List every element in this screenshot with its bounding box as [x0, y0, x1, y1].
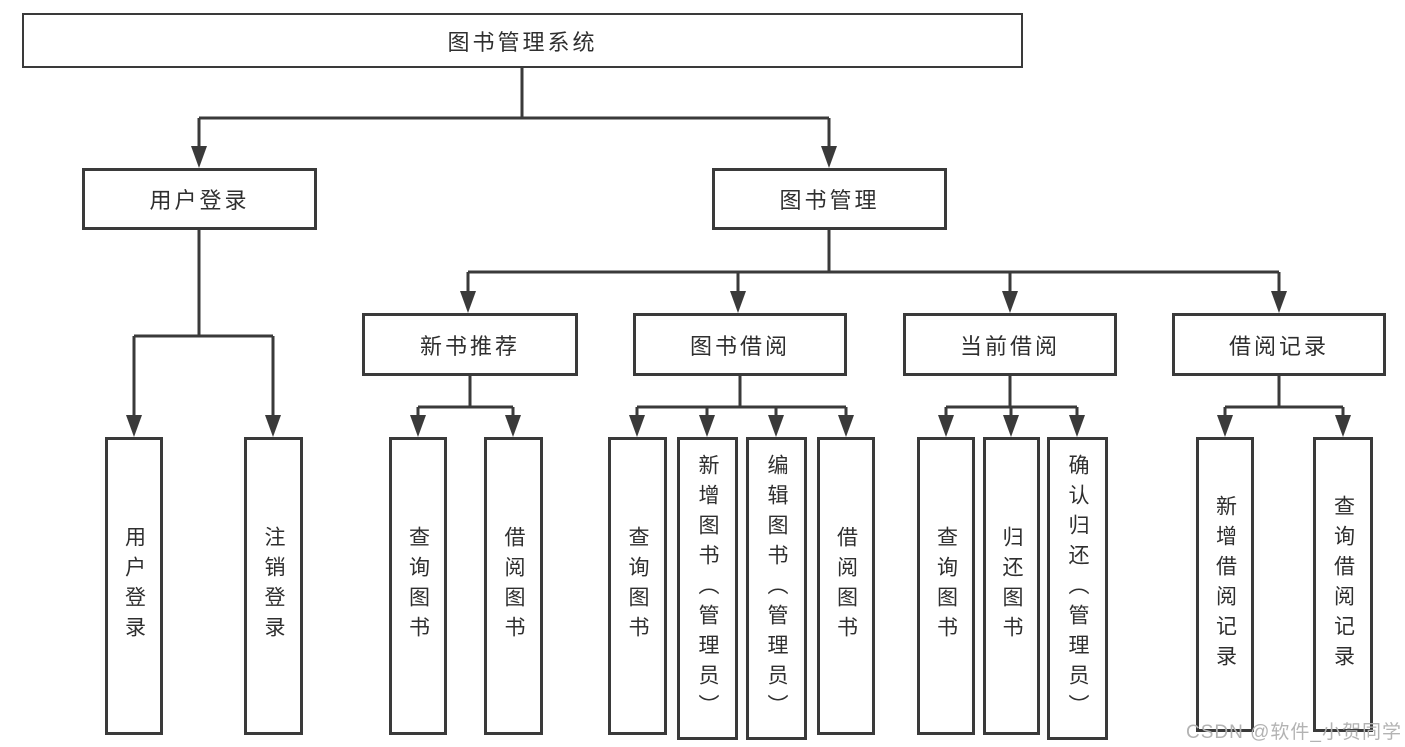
node-label: 查询图书 [406, 526, 430, 646]
node-label: 用户登录 [149, 188, 250, 213]
node-current-borrowing: 当前借阅 [903, 313, 1117, 376]
node-library-management-system: 图书管理系统 [22, 13, 1023, 68]
leaf-cb-query-books: 查询图书 [917, 437, 975, 735]
node-borrowing-records: 借阅记录 [1172, 313, 1386, 376]
node-label: 注销登录 [262, 526, 285, 646]
node-label: 当前借阅 [959, 333, 1060, 359]
node-book-borrowing: 图书借阅 [633, 313, 847, 376]
node-new-book-recommendation: 新书推荐 [362, 313, 578, 376]
csdn-watermark: CSDN @软件_小贺同学 [1186, 722, 1402, 743]
leaf-bb-borrow-books: 借阅图书 [817, 437, 875, 735]
node-label: 借阅图书 [502, 526, 525, 646]
leaf-logout: 注销登录 [244, 437, 303, 735]
leaf-bb-add-books-admin: 新增图书（管理员） [677, 437, 738, 740]
node-label: 借阅图书 [834, 526, 858, 646]
node-label: 用户登录 [122, 526, 146, 646]
leaf-cb-return-books: 归还图书 [983, 437, 1040, 735]
node-label: 查询图书 [934, 526, 958, 646]
node-user-login: 用户登录 [82, 168, 317, 230]
node-label: 确认归还（管理员） [1066, 453, 1089, 724]
leaf-nb-borrow-books: 借阅图书 [484, 437, 543, 735]
leaf-nb-query-books: 查询图书 [389, 437, 447, 735]
node-label: 图书管理系统 [447, 29, 598, 55]
node-label: 编辑图书（管理员） [765, 453, 788, 724]
node-label: 查询图书 [626, 526, 649, 646]
node-book-management: 图书管理 [712, 168, 947, 230]
node-label: 新增借阅记录 [1213, 494, 1237, 675]
node-label: 新增图书（管理员） [696, 453, 719, 724]
node-label: 图书管理 [779, 188, 880, 213]
leaf-br-add-record: 新增借阅记录 [1196, 437, 1254, 732]
node-label: 借阅记录 [1228, 333, 1329, 359]
node-label: 归还图书 [1000, 526, 1023, 646]
leaf-br-query-record: 查询借阅记录 [1313, 437, 1373, 732]
node-label: 图书借阅 [689, 333, 790, 359]
leaf-bb-edit-books-admin: 编辑图书（管理员） [746, 437, 807, 740]
leaf-bb-query-books: 查询图书 [608, 437, 667, 735]
node-label: 新书推荐 [419, 333, 520, 359]
leaf-user-login: 用户登录 [105, 437, 163, 735]
leaf-cb-confirm-return-admin: 确认归还（管理员） [1047, 437, 1108, 740]
node-label: 查询借阅记录 [1331, 494, 1355, 675]
